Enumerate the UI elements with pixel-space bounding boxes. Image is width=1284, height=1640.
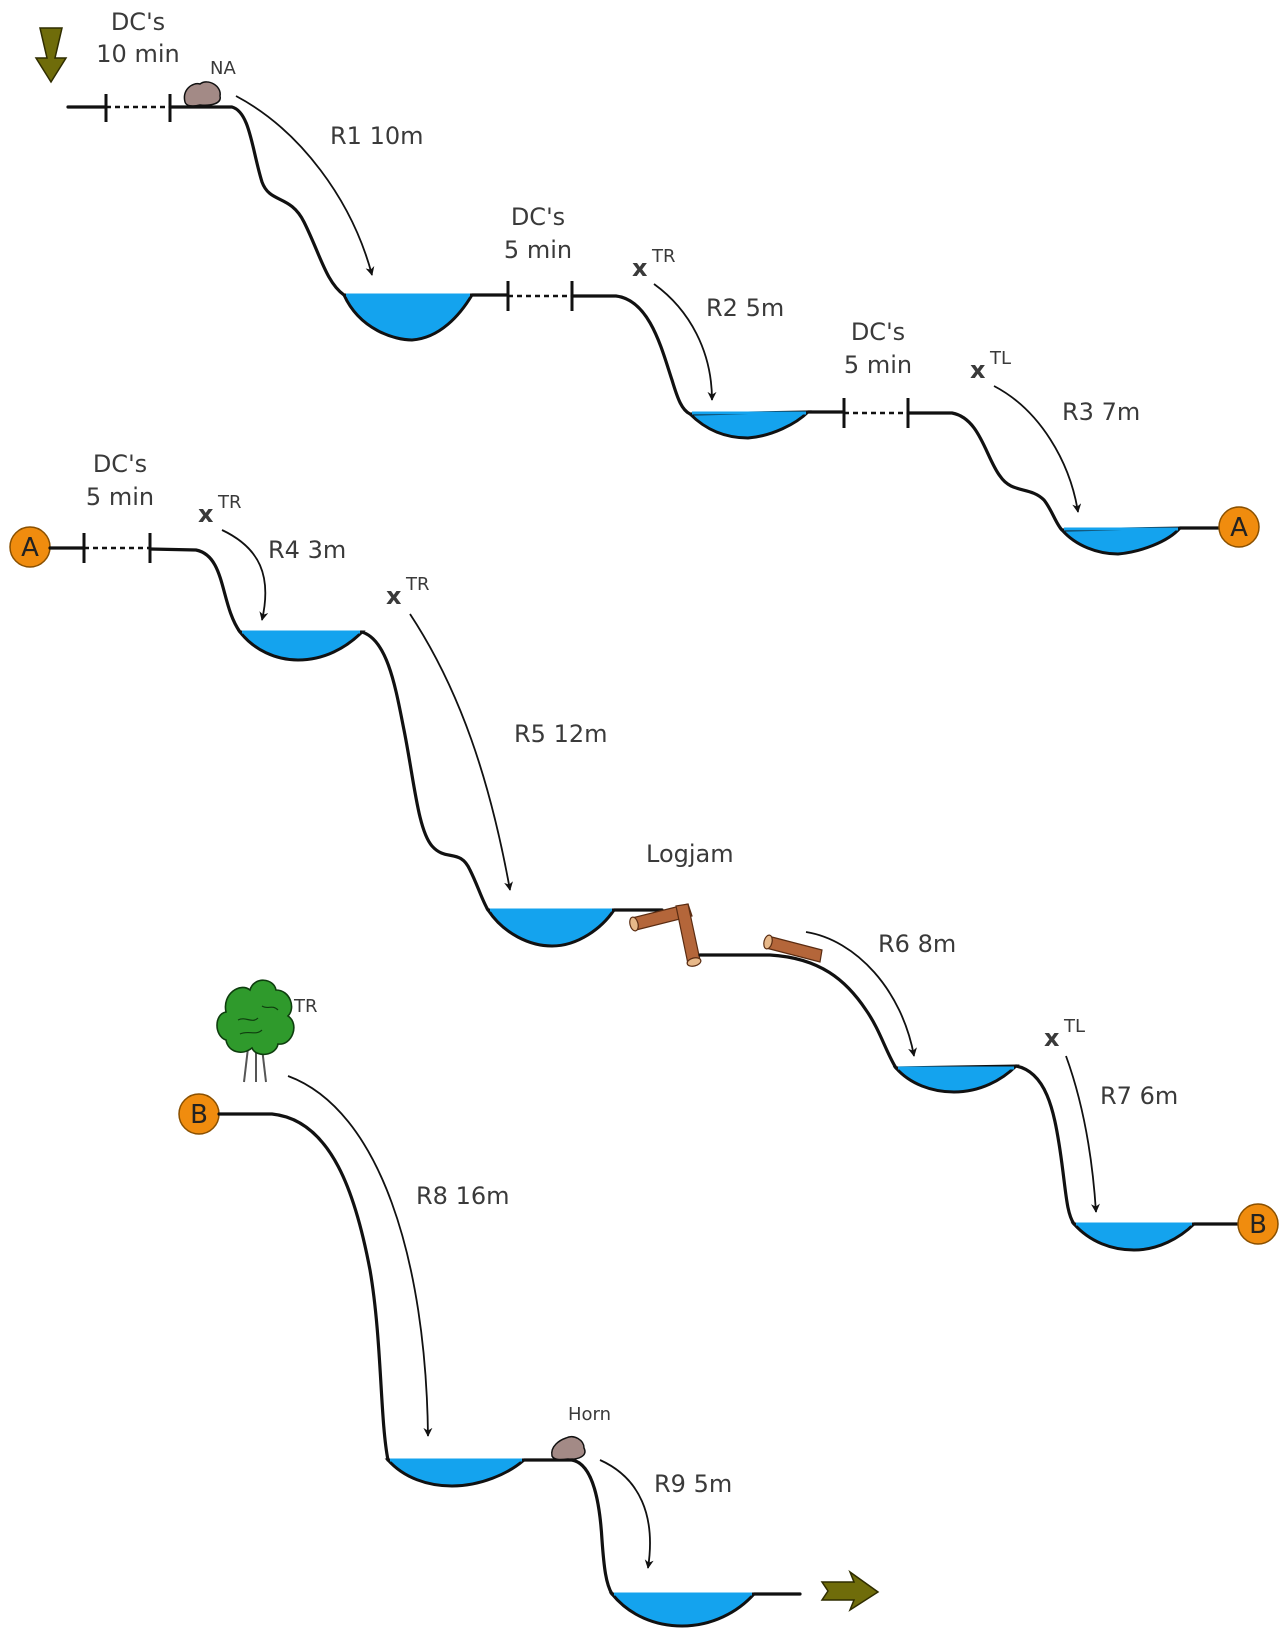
anchor-marker-r4: x TR xyxy=(198,492,242,528)
rappel-arrow-r4 xyxy=(221,529,269,621)
svg-text:B: B xyxy=(190,1100,208,1130)
pool xyxy=(341,293,475,342)
logjam-label: Logjam xyxy=(646,840,734,868)
ledge-r1 xyxy=(168,105,346,297)
anchor-marker-r3: x TL xyxy=(970,348,1011,384)
svg-text:x: x xyxy=(198,500,214,528)
connector-b-end: B xyxy=(1237,1203,1279,1245)
pool xyxy=(892,1064,1020,1094)
rappel-arrow-r8 xyxy=(287,1075,433,1437)
ledge-r3 xyxy=(906,411,1064,532)
anchor-marker-r5: x TR xyxy=(386,574,430,610)
tree-icon: TR xyxy=(216,979,318,1083)
rappel-label-r6: R6 8m xyxy=(878,930,956,958)
ledge-r9 xyxy=(570,1458,614,1596)
dc-label: DC's xyxy=(851,318,905,346)
logjam-icon xyxy=(629,903,823,967)
pool xyxy=(1058,526,1184,556)
ledge-r7 xyxy=(1014,1064,1076,1226)
dc-label: DC's xyxy=(111,8,165,36)
dc-segment-2: DC's 5 min xyxy=(470,203,574,311)
ledge-r4 xyxy=(148,547,242,634)
pool xyxy=(608,1592,758,1628)
dc-segment-1: DC's 10 min xyxy=(66,8,180,122)
svg-text:TL: TL xyxy=(1063,1016,1085,1037)
anchor-marker-r2: x TR xyxy=(632,246,676,282)
svg-text:x: x xyxy=(386,582,402,610)
anchor-label: Horn xyxy=(568,1404,611,1425)
svg-text:TR: TR xyxy=(651,246,676,267)
dc-label: DC's xyxy=(93,450,147,478)
pool xyxy=(686,410,812,440)
rappel-arrow-r2 xyxy=(653,283,717,401)
dc-time: 5 min xyxy=(86,483,154,511)
rappel-arrow-r3 xyxy=(993,385,1082,513)
pool xyxy=(236,630,366,662)
anchor-marker-r7: x TL xyxy=(1044,1016,1085,1052)
svg-text:TR: TR xyxy=(405,574,430,595)
start-arrow-icon xyxy=(34,27,68,84)
rappel-label-r2: R2 5m xyxy=(706,294,784,322)
anchor-label: NA xyxy=(210,58,236,79)
rappel-label-r5: R5 12m xyxy=(514,720,608,748)
rappel-arrow-r7 xyxy=(1065,1055,1100,1213)
connector-b-start: B xyxy=(178,1093,220,1135)
ledge-r5 xyxy=(360,630,490,912)
svg-text:TR: TR xyxy=(217,492,242,513)
ledge-r6 xyxy=(698,953,898,1070)
pool xyxy=(384,1458,528,1488)
svg-text:x: x xyxy=(1044,1024,1060,1052)
rappel-label-r1: R1 10m xyxy=(330,122,424,150)
connector-a-end: A xyxy=(1218,506,1260,548)
end-arrow-icon xyxy=(820,1569,880,1612)
rappel-arrow-r1 xyxy=(235,95,375,276)
svg-text:B: B xyxy=(1249,1210,1267,1240)
pool xyxy=(1070,1222,1198,1252)
connector-a-start: A xyxy=(9,526,51,568)
rappel-label-r8: R8 16m xyxy=(416,1182,510,1210)
dc-label: DC's xyxy=(511,203,565,231)
rappel-label-r4: R4 3m xyxy=(268,536,346,564)
svg-text:A: A xyxy=(1230,513,1248,543)
rappel-arrow-r9 xyxy=(599,1459,654,1569)
dc-time: 5 min xyxy=(504,236,572,264)
ledge-r2 xyxy=(570,294,692,416)
svg-text:TL: TL xyxy=(989,348,1011,369)
rock-anchor-horn: Horn xyxy=(551,1404,611,1461)
svg-text:x: x xyxy=(970,356,986,384)
dc-time: 5 min xyxy=(844,351,912,379)
dc-time: 10 min xyxy=(96,40,179,68)
dc-segment-3: DC's 5 min xyxy=(806,318,912,428)
dc-segment-4: DC's 5 min xyxy=(48,450,154,563)
rappel-label-r7: R7 6m xyxy=(1100,1082,1178,1110)
svg-text:x: x xyxy=(632,254,648,282)
rappel-label-r9: R9 5m xyxy=(654,1470,732,1498)
rappel-arrow-r6 xyxy=(805,931,917,1057)
svg-text:A: A xyxy=(21,533,39,563)
anchor-label: TR xyxy=(293,996,318,1017)
rappel-arrow-r5 xyxy=(409,613,513,891)
pool xyxy=(485,908,617,948)
rappel-label-r3: R3 7m xyxy=(1062,398,1140,426)
ledge-r8 xyxy=(217,1112,390,1462)
rock-anchor-na: NA xyxy=(183,58,236,107)
